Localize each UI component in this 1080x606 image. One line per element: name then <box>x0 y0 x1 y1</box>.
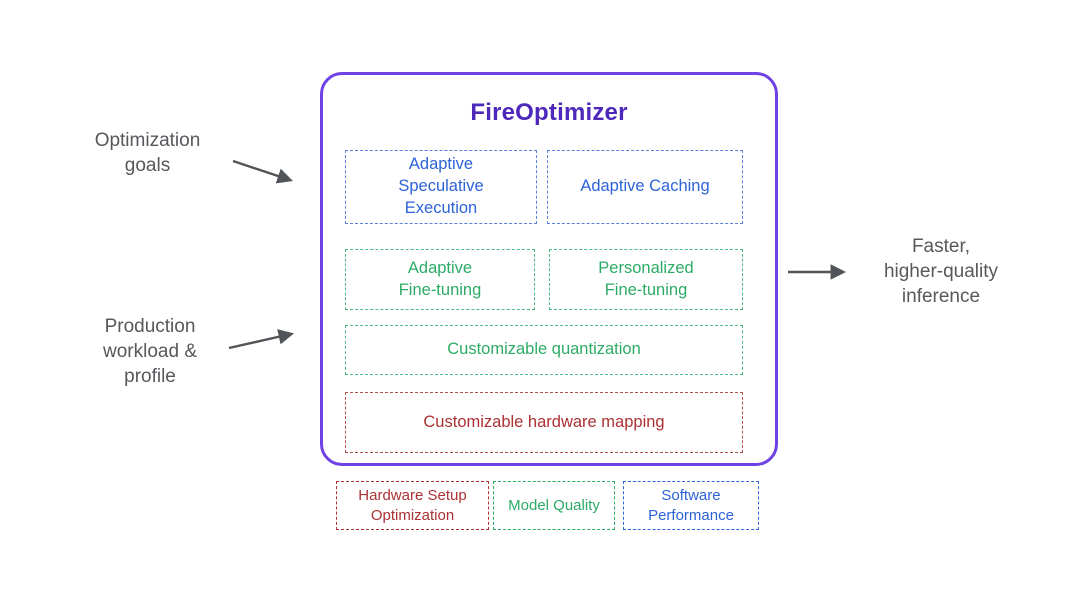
label-optimization-goals: Optimization goals <box>94 130 201 177</box>
module-adaptive-fine-tuning: Adaptive Fine-tuning <box>345 249 535 310</box>
diagram-title: FireOptimizer <box>470 99 628 126</box>
module-customizable-quantization: Customizable quantization <box>345 325 743 375</box>
legend-software-performance: Software Performance <box>623 481 759 530</box>
module-customizable-hardware-mapping: Customizable hardware mapping <box>345 392 743 453</box>
legend-hardware-setup-optimization: Hardware Setup Optimization <box>336 481 489 530</box>
arrow-optimization-goals-icon <box>232 159 293 184</box>
module-adaptive-caching: Adaptive Caching <box>547 150 743 224</box>
label-production-workload-profile: Production workload & profile <box>103 316 197 388</box>
legend-model-quality: Model Quality <box>493 481 615 530</box>
module-personalized-fine-tuning: Personalized Fine-tuning <box>549 249 743 310</box>
label-faster-higher-quality-inference: Faster, higher-quality inference <box>883 236 999 308</box>
module-adaptive-speculative-execution: Adaptive Speculative Execution <box>345 150 537 224</box>
